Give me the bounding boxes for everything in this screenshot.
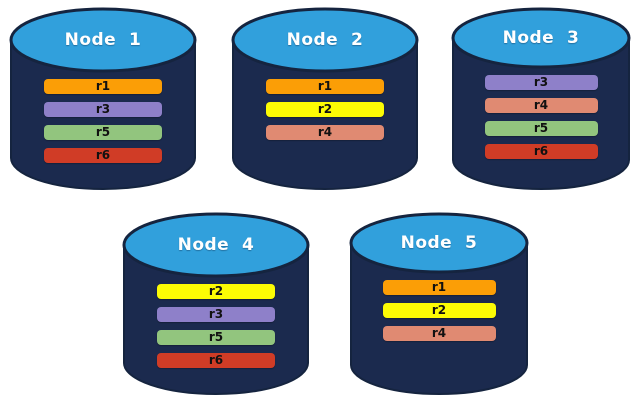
replica-label: r1 bbox=[317, 79, 333, 93]
replica-bar[interactable]: r6 bbox=[484, 144, 598, 159]
replica-bar[interactable]: r1 bbox=[382, 280, 496, 295]
replica-label: r4 bbox=[533, 98, 549, 112]
replica-label: r1 bbox=[95, 79, 111, 93]
replica-label: r3 bbox=[95, 102, 111, 116]
replica-bar[interactable]: r3 bbox=[484, 75, 598, 90]
replica-stack: r2 r3 r5 r6 bbox=[123, 284, 309, 368]
replica-label: r5 bbox=[95, 125, 111, 139]
replica-stack: r1 r3 r5 r6 bbox=[10, 79, 196, 163]
replica-label: r2 bbox=[431, 303, 447, 317]
replica-label: r5 bbox=[208, 330, 224, 344]
replica-label: r2 bbox=[317, 102, 333, 116]
replica-bar[interactable]: r3 bbox=[157, 307, 275, 322]
replica-label: r2 bbox=[208, 284, 224, 298]
replica-label: r5 bbox=[533, 121, 549, 135]
replica-bar[interactable]: r2 bbox=[382, 303, 496, 318]
replica-bar[interactable]: r5 bbox=[157, 330, 275, 345]
replica-stack: r3 r4 r5 r6 bbox=[452, 75, 630, 159]
replica-bar[interactable]: r5 bbox=[484, 121, 598, 136]
replica-bar[interactable]: r1 bbox=[44, 79, 162, 94]
replica-stack: r1 r2 r4 bbox=[350, 280, 528, 341]
replica-bar[interactable]: r1 bbox=[266, 79, 384, 94]
replica-label: r6 bbox=[208, 353, 224, 367]
replica-bar[interactable]: r2 bbox=[157, 284, 275, 299]
replica-bar[interactable]: r4 bbox=[484, 98, 598, 113]
replica-stack: r1 r2 r4 bbox=[232, 79, 418, 140]
replica-bar[interactable]: r5 bbox=[44, 125, 162, 140]
replica-label: r4 bbox=[317, 125, 333, 139]
replica-label: r4 bbox=[431, 326, 447, 340]
replica-label: r1 bbox=[431, 280, 447, 294]
replica-label: r6 bbox=[95, 148, 111, 162]
replica-bar[interactable]: r6 bbox=[44, 148, 162, 163]
replica-label: r3 bbox=[533, 75, 549, 89]
replica-bar[interactable]: r4 bbox=[382, 326, 496, 341]
replica-label: r3 bbox=[208, 307, 224, 321]
replica-bar[interactable]: r2 bbox=[266, 102, 384, 117]
replica-label: r6 bbox=[533, 144, 549, 158]
replica-bar[interactable]: r6 bbox=[157, 353, 275, 368]
replica-bar[interactable]: r3 bbox=[44, 102, 162, 117]
replica-bar[interactable]: r4 bbox=[266, 125, 384, 140]
